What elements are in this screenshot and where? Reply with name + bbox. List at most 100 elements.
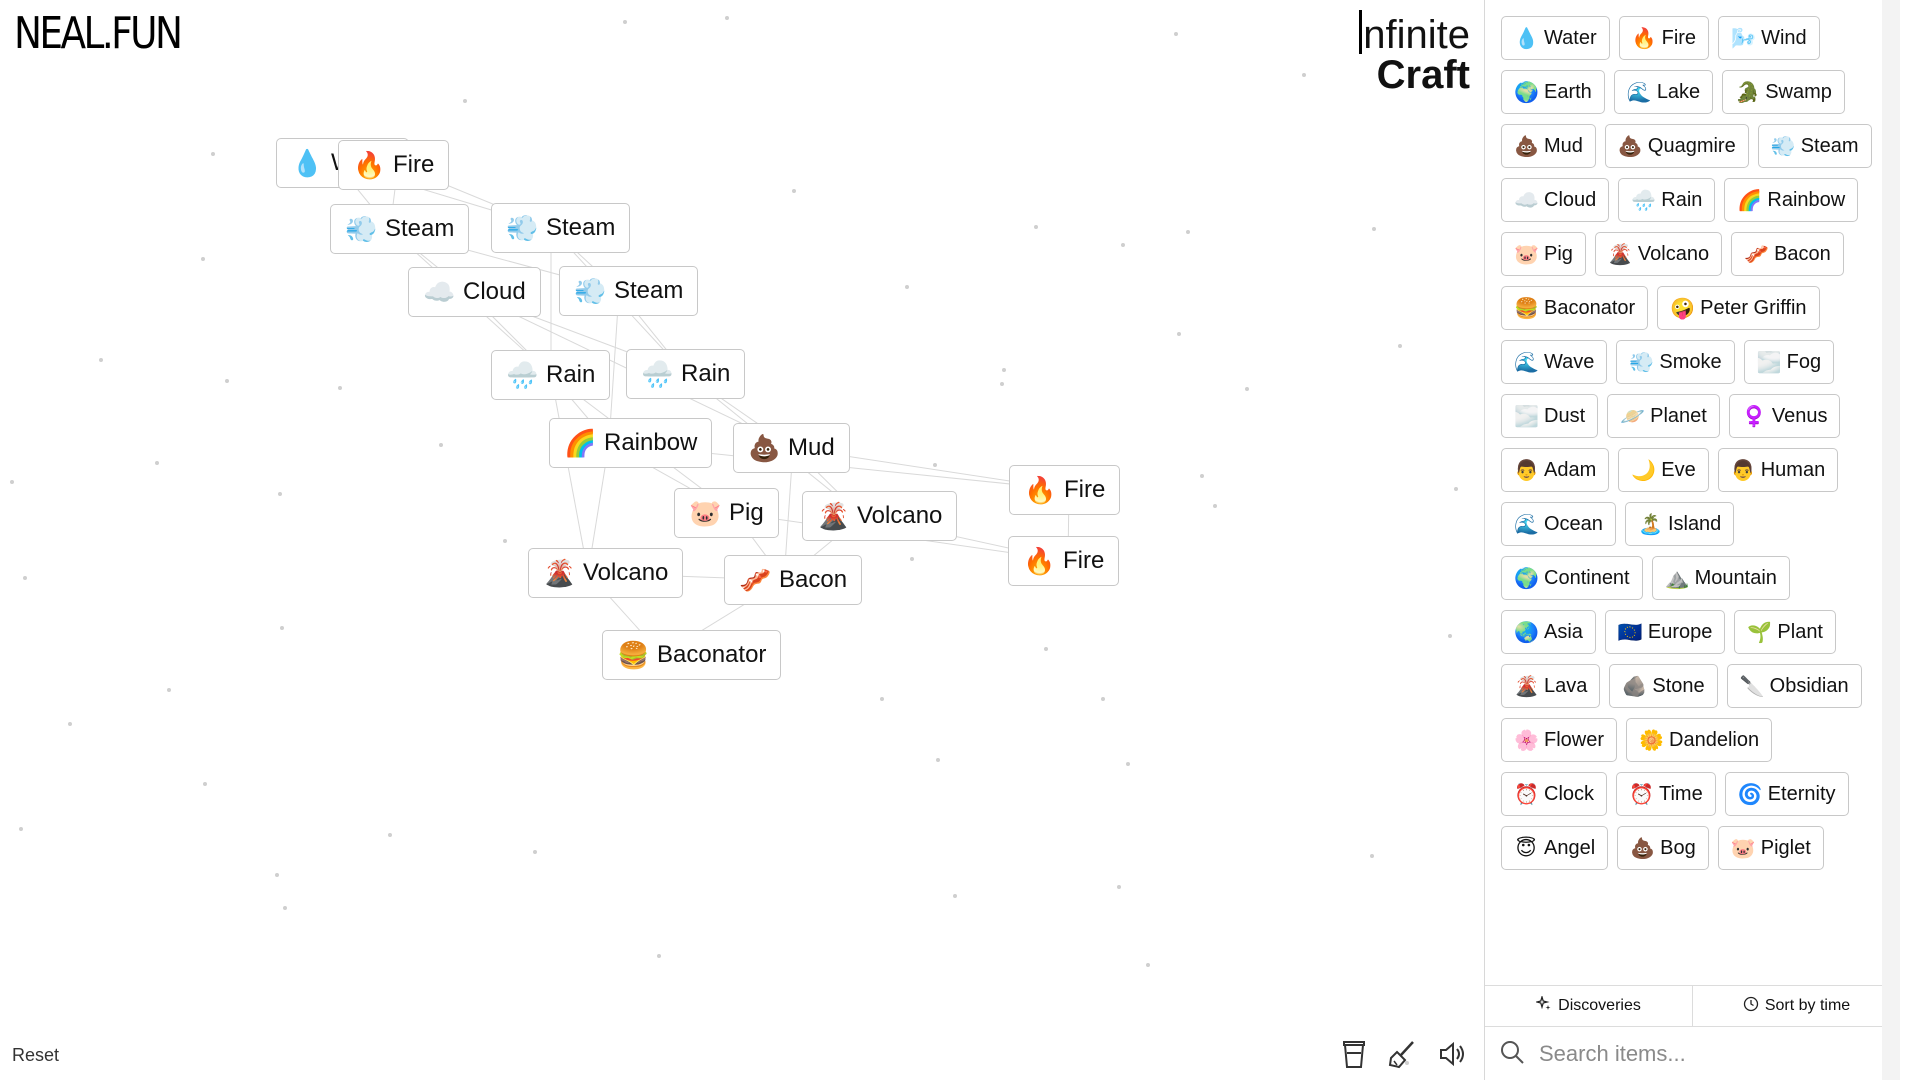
- sidebar-item[interactable]: 💩Bog: [1617, 826, 1709, 870]
- sidebar-item[interactable]: 🌍Earth: [1501, 70, 1605, 114]
- sidebar-item[interactable]: ⏰Clock: [1501, 772, 1608, 816]
- sidebar-item[interactable]: 🔪Obsidian: [1726, 664, 1862, 708]
- sidebar-item[interactable]: 🌏Asia: [1501, 610, 1596, 654]
- canvas-item[interactable]: 💨Steam: [491, 203, 631, 253]
- sidebar-item[interactable]: 🌊Wave: [1501, 340, 1608, 384]
- sidebar-item-label: Continent: [1544, 566, 1630, 589]
- item-emoji-icon: 🇪🇺: [1617, 621, 1643, 644]
- sidebar-item-label: Bacon: [1774, 242, 1831, 265]
- coffee-cup-icon[interactable]: [1336, 1036, 1372, 1072]
- sidebar-item-label: Rain: [1661, 188, 1703, 211]
- item-emoji-icon: ♀️: [1741, 405, 1767, 428]
- canvas-item[interactable]: 🌋Volcano: [528, 548, 684, 598]
- sidebar-item-label: Venus: [1771, 404, 1828, 427]
- speaker-icon[interactable]: [1434, 1036, 1470, 1072]
- sidebar-item[interactable]: 🌱Plant: [1734, 610, 1836, 654]
- sidebar-item[interactable]: 🥓Bacon: [1731, 232, 1844, 276]
- sidebar-item[interactable]: 🍔Baconator: [1501, 286, 1649, 330]
- sidebar-item[interactable]: 💧Water: [1501, 16, 1610, 60]
- sidebar-item[interactable]: 🔥Fire: [1618, 16, 1710, 60]
- sidebar-item[interactable]: 🌙Eve: [1618, 448, 1709, 492]
- sidebar-item[interactable]: 💩Mud: [1501, 124, 1596, 168]
- clock-icon: [1743, 996, 1759, 1017]
- item-emoji-icon: 🐊: [1735, 81, 1761, 104]
- sidebar-item[interactable]: 🌀Eternity: [1724, 772, 1849, 816]
- sidebar-item[interactable]: 🐊Swamp: [1722, 70, 1845, 114]
- sparkles-icon: [1534, 994, 1552, 1017]
- canvas-item[interactable]: 🐷Pig: [674, 488, 779, 538]
- canvas-item[interactable]: 💨Steam: [330, 204, 470, 254]
- sidebar-item[interactable]: 🐷Piglet: [1717, 826, 1824, 870]
- canvas-item[interactable]: 🔥Fire: [338, 140, 450, 190]
- sort-by-time-tab[interactable]: Sort by time: [1692, 986, 1900, 1026]
- sidebar-item[interactable]: 🪨Stone: [1609, 664, 1718, 708]
- sidebar-item[interactable]: ♀️Venus: [1728, 394, 1841, 438]
- sidebar-item-label: Water: [1544, 26, 1597, 49]
- sidebar-item[interactable]: 👨Adam: [1501, 448, 1610, 492]
- sidebar-item[interactable]: 🌫️Fog: [1743, 340, 1835, 384]
- sidebar-item[interactable]: 🌬️Wind: [1718, 16, 1820, 60]
- reset-button[interactable]: Reset: [12, 1045, 60, 1065]
- canvas-item[interactable]: 🌧️Rain: [491, 350, 611, 400]
- sidebar-item[interactable]: 👨Human: [1717, 448, 1839, 492]
- sidebar-item[interactable]: 🌸Flower: [1501, 718, 1618, 762]
- item-emoji-icon: 🪐: [1620, 405, 1646, 428]
- neal-fun-logo[interactable]: NEAL.FUN: [14, 8, 183, 59]
- item-emoji-icon: 🌍: [1514, 567, 1539, 590]
- search-icon: [1499, 1039, 1525, 1070]
- item-emoji-icon: ⏰: [1629, 783, 1654, 806]
- sidebar-item-label: Mountain: [1694, 566, 1777, 589]
- sidebar-item[interactable]: 🏝️Island: [1624, 502, 1735, 546]
- sidebar-item-label: Fire: [1661, 26, 1697, 49]
- sidebar-item[interactable]: 🌍Continent: [1501, 556, 1643, 600]
- sidebar-scrollbar[interactable]: [1882, 0, 1900, 1080]
- canvas-item[interactable]: 🌈Rainbow: [549, 418, 713, 468]
- canvas-item[interactable]: 🍔Baconator: [602, 630, 782, 680]
- sidebar-item[interactable]: 🌼Dandelion: [1626, 718, 1773, 762]
- sidebar-item-label: Asia: [1544, 620, 1583, 643]
- broom-icon[interactable]: [1384, 1036, 1420, 1072]
- sidebar-item[interactable]: 💩Quagmire: [1604, 124, 1749, 168]
- canvas-item[interactable]: ☁️Cloud: [408, 267, 541, 317]
- canvas-item[interactable]: 💨Steam: [559, 266, 699, 316]
- sidebar-item[interactable]: ⛰️Mountain: [1651, 556, 1790, 600]
- sidebar-item[interactable]: 🇪🇺Europe: [1604, 610, 1726, 654]
- sidebar-item[interactable]: ⏰Time: [1616, 772, 1716, 816]
- canvas-item[interactable]: 🌋Volcano: [802, 491, 958, 541]
- sidebar-item[interactable]: 🪐Planet: [1607, 394, 1720, 438]
- sidebar-item[interactable]: 🌋Lava: [1501, 664, 1601, 708]
- sidebar-item[interactable]: 🌋Volcano: [1594, 232, 1723, 276]
- sidebar-item[interactable]: 🤪Peter Griffin: [1657, 286, 1820, 330]
- sidebar-item[interactable]: 🌧️Rain: [1618, 178, 1716, 222]
- item-emoji-icon: 💨: [345, 214, 378, 244]
- sidebar-item-label: Smoke: [1659, 350, 1722, 373]
- discoveries-tab[interactable]: Discoveries: [1485, 986, 1692, 1026]
- sidebar-item-label: Eve: [1661, 458, 1696, 481]
- sidebar-item[interactable]: 🌈Rainbow: [1724, 178, 1859, 222]
- canvas-item[interactable]: 🌧️Rain: [626, 349, 746, 399]
- item-emoji-icon: 💩: [1630, 837, 1656, 860]
- item-emoji-icon: 🐷: [1514, 243, 1539, 266]
- canvas-item[interactable]: 🥓Bacon: [724, 555, 863, 605]
- craft-canvas[interactable]: NEAL.FUN nfinite Craft 💧Water🔥Fire💨Steam…: [0, 0, 1484, 1080]
- item-emoji-icon: 🌀: [1737, 783, 1763, 806]
- search-input[interactable]: [1537, 1040, 1871, 1068]
- item-emoji-icon: 👨: [1514, 459, 1539, 482]
- item-emoji-icon: 🏝️: [1637, 513, 1663, 536]
- sidebar-item[interactable]: 😇Angel: [1501, 826, 1609, 870]
- sidebar-item[interactable]: 💨Smoke: [1616, 340, 1735, 384]
- sidebar-item[interactable]: 💨Steam: [1757, 124, 1872, 168]
- sidebar-item[interactable]: ☁️Cloud: [1501, 178, 1610, 222]
- canvas-item[interactable]: 🔥Fire: [1008, 536, 1120, 586]
- canvas-item[interactable]: 💩Mud: [733, 423, 850, 473]
- sidebar-item-label: Pig: [1544, 242, 1573, 265]
- sidebar-item[interactable]: 🌫️Dust: [1501, 394, 1599, 438]
- canvas-item-label: Pig: [729, 499, 764, 526]
- sidebar-item[interactable]: 🌊Ocean: [1501, 502, 1616, 546]
- item-emoji-icon: 🌈: [564, 428, 597, 458]
- canvas-item[interactable]: 🔥Fire: [1009, 465, 1121, 515]
- sidebar-item-label: Lake: [1656, 80, 1701, 103]
- sidebar-item[interactable]: 🌊Lake: [1613, 70, 1714, 114]
- items-sidebar[interactable]: 💧Water🔥Fire🌬️Wind 🌍Earth🌊Lake🐊Swamp 💩Mud💩Q…: [1484, 0, 1900, 1080]
- sidebar-item[interactable]: 🐷Pig: [1501, 232, 1586, 276]
